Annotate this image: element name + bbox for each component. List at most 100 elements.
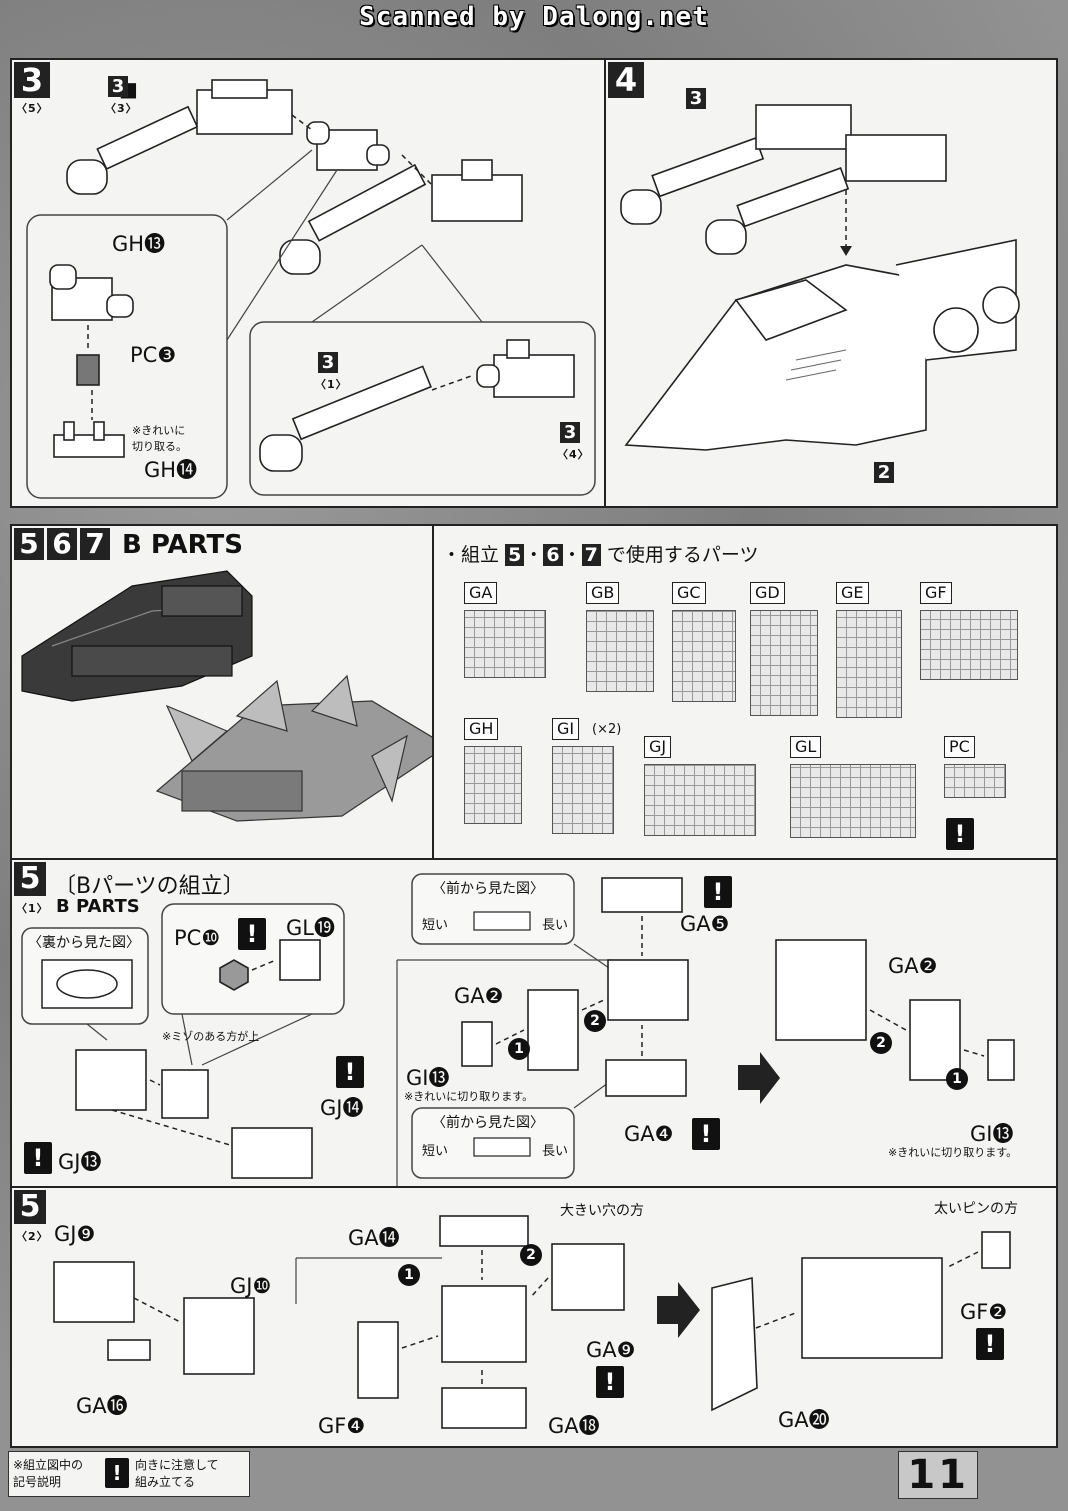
sprue-label-gj: GJ [644, 736, 672, 758]
sprue-pc [944, 764, 1006, 798]
parts-heading-prefix: ・組立 [442, 544, 500, 566]
sprue-gb [586, 610, 654, 692]
sprue-gl [790, 764, 916, 838]
step-1-marker-right: 1 [946, 1068, 968, 1090]
parts-used-panel: ・組立 5・6・7 で使用するパーツ GA GB GC GD GE GF GH … [432, 524, 1058, 860]
sprue-label-gf: GF [920, 582, 952, 604]
parts-heading-sep-2: ・ [562, 544, 582, 566]
label-pc10: PC❿ [174, 926, 221, 950]
b-parts-photo [21, 570, 432, 822]
step-sub-badge: 〈2〉 [16, 1230, 49, 1243]
step-sub-badge: 〈1〉 [16, 902, 49, 915]
front-view-caption-bottom: 〈前から見た図〉 [432, 1115, 544, 1131]
label-gi13-right: GI⓭ [970, 1122, 1014, 1146]
step-badge: 4 [608, 62, 644, 98]
step-2-marker: 2 [520, 1244, 542, 1266]
parts-heading-sep-1: ・ [524, 544, 544, 566]
label-pc3: PC❸ [130, 343, 177, 367]
watermark: Scanned by Dalong.net [359, 2, 709, 32]
label-ga5: GA❺ [680, 912, 730, 936]
sprue-gf [920, 610, 1018, 680]
symbol-legend: ※組立図中の 記号説明 ! 向きに注意して 組み立てる [8, 1451, 250, 1497]
b-parts-title: B PARTS [122, 530, 243, 560]
long-label-top: 長い [542, 918, 569, 933]
page-number: 11 [898, 1451, 978, 1499]
sprue-ge [836, 610, 902, 718]
b-parts-photo-panel: 5 6 7 B PARTS [10, 524, 434, 860]
part-label-3-b: 3 [318, 352, 338, 373]
label-gj14: GJ⓮ [320, 1096, 364, 1120]
back-view-caption: 〈裏から見た図〉 [28, 935, 140, 951]
parts-heading-5: 5 [505, 544, 525, 566]
sprue-ga [464, 610, 546, 678]
cut-note-right: ※きれいに切り取ります。 [888, 1146, 1018, 1159]
parts-heading-7: 7 [581, 544, 601, 566]
step-badge-6: 6 [47, 528, 77, 560]
label-ga14: GA⓮ [348, 1226, 400, 1250]
label-gf2: GF❷ [960, 1300, 1008, 1324]
sprue-label-ge: GE [836, 582, 869, 604]
part-sublabel-3: 〈3〉 [105, 102, 138, 115]
short-label-bottom: 短い [422, 1144, 449, 1159]
step-5-2-illustration [53, 1215, 1011, 1429]
sprue-label-gh: GH [464, 718, 499, 740]
label-gh13: GH⓭ [112, 232, 166, 256]
part-label-3-c: 3 [560, 422, 580, 443]
label-gj13: GJ⓭ [58, 1150, 102, 1174]
step-3-illustration: ■ [26, 77, 596, 499]
step-badge-7: 7 [80, 528, 110, 560]
label-ga2: GA❷ [454, 984, 504, 1008]
sprue-label-gc: GC [672, 582, 706, 604]
step-5-1-illustration [21, 873, 1015, 1186]
parts-heading-suffix: で使用するパーツ [606, 544, 759, 566]
long-label-bottom: 長い [542, 1144, 569, 1159]
label-ga4: GA❹ [624, 1122, 674, 1146]
caution-icon: ! [105, 1458, 129, 1488]
caution-icon: ! [976, 1328, 1004, 1360]
step-subheading: B PARTS [56, 896, 140, 917]
thick-pin-note: 太いピンの方 [934, 1201, 1018, 1217]
caution-icon: ! [336, 1056, 364, 1088]
label-ga2-right: GA❷ [888, 954, 938, 978]
caution-icon: ! [596, 1366, 624, 1398]
step-2-marker: 2 [584, 1010, 606, 1032]
step-badge: 3 [14, 62, 50, 98]
label-gh14: GH⓮ [144, 458, 198, 482]
step-1-marker: 1 [398, 1264, 420, 1286]
step-1-marker: 1 [508, 1038, 530, 1060]
step-5-1-panel: 5 〈1〉 〔Bパーツの組立〕 B PARTS [10, 858, 1058, 1188]
sprue-gj [644, 764, 756, 836]
legend-text: 向きに注意して 組み立てる [135, 1458, 219, 1489]
step-4-panel: 4 3 2 [604, 58, 1058, 508]
part-sublabel-3-c: 〈4〉 [557, 448, 590, 461]
step-2-marker-right: 2 [870, 1032, 892, 1054]
sprue-gi [552, 746, 614, 834]
part-label-2: 2 [874, 462, 894, 483]
gi-multiplier: (×2) [592, 722, 622, 737]
sprue-label-gd: GD [750, 582, 785, 604]
sprue-gc [672, 610, 736, 702]
step-5-2-panel: 5 〈2〉 GJ❾ GJ❿ GA⓰ GA⓮ [10, 1186, 1058, 1448]
part-label-3: 3 [686, 88, 706, 109]
caution-icon: ! [704, 876, 732, 908]
label-ga16: GA⓰ [76, 1394, 128, 1418]
sprue-gh [464, 746, 522, 824]
label-gl19: GL⓳ [286, 916, 335, 940]
cut-note: ※きれいに切り取ります。 [404, 1090, 534, 1103]
caution-icon: ! [238, 918, 266, 950]
part-sublabel-3-b: 〈1〉 [315, 378, 348, 391]
step-4-illustration [620, 104, 1020, 451]
caution-icon: ! [24, 1142, 52, 1174]
parts-heading-6: 6 [543, 544, 563, 566]
step-badge-5: 5 [14, 528, 44, 560]
groove-note: ※ミゾのある方が上 [162, 1030, 260, 1043]
label-gj10: GJ❿ [230, 1274, 272, 1298]
sprue-gd [750, 610, 818, 716]
sprue-label-gi: GI [552, 718, 580, 740]
step-badge: 5 [14, 862, 46, 896]
part-label-3: 3 [108, 76, 128, 97]
big-hole-note: 大きい穴の方 [560, 1203, 644, 1219]
legend-title: ※組立図中の 記号説明 [13, 1458, 84, 1489]
caution-icon: ! [692, 1118, 720, 1150]
front-view-caption-top: 〈前から見た図〉 [432, 881, 544, 897]
